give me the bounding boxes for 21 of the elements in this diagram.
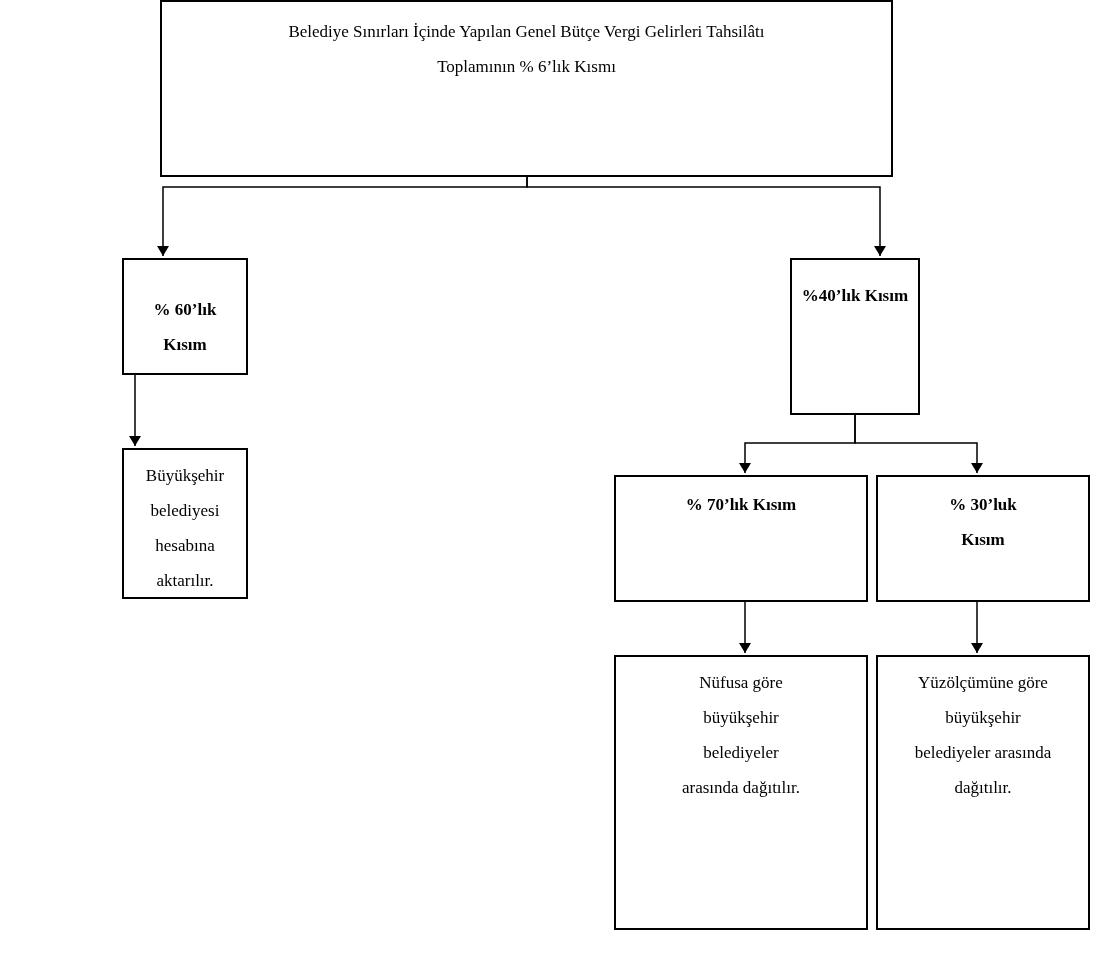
- box-heading: % 30’luk Kısım: [948, 494, 1018, 551]
- box-heading: %40’lık Kısım: [800, 285, 910, 307]
- text-box: [614, 655, 868, 930]
- text-box: [614, 475, 868, 602]
- text-box: [876, 655, 1090, 930]
- arrow: [739, 601, 751, 654]
- box-text: Nüfusa göre büyükşehir belediyeler arasında dağıtılır.: [681, 672, 801, 799]
- box-text: Yüzölçümüne göre büyükşehir belediyeler arasında dağıtılır.: [913, 672, 1053, 799]
- text-box: [122, 258, 248, 375]
- box-heading: % 70’lık Kısım: [684, 494, 798, 516]
- box-heading: % 60’lık Kısım: [152, 299, 218, 356]
- arrow: [971, 601, 983, 654]
- text-box: [790, 258, 920, 415]
- text-box: [160, 0, 893, 177]
- text-box: [876, 475, 1090, 602]
- arrow: [129, 374, 141, 447]
- arrow: [854, 414, 983, 474]
- arrow: [526, 176, 886, 257]
- text-box: [122, 448, 248, 599]
- box-text: Büyükşehir belediyesi hesabına aktarılır.: [144, 465, 226, 592]
- box-text: Belediye Sınırları İçinde Yapılan Genel Bütçe Vergi Gelirleri Tahsilâtı Toplamının % 6’lık Kısmı: [287, 21, 766, 78]
